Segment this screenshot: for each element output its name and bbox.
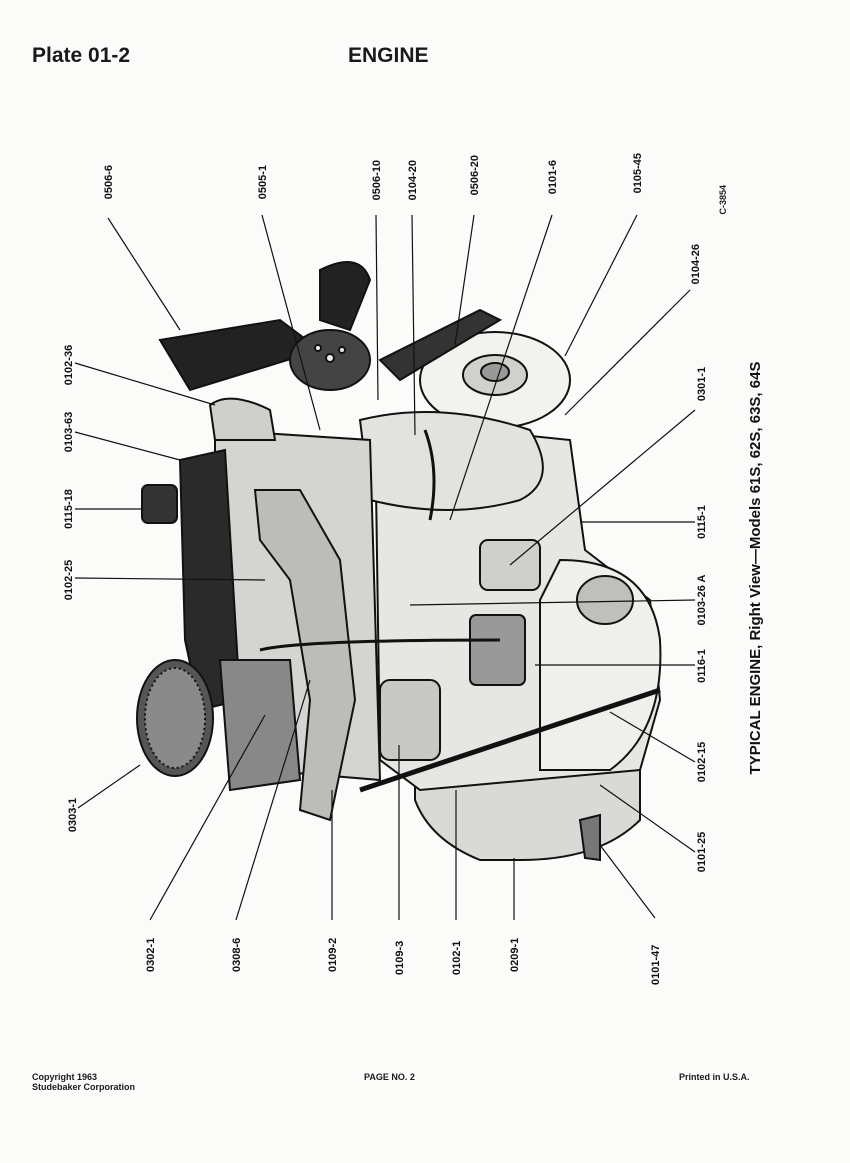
- callout-label: 0104-26: [690, 244, 702, 284]
- callout-label: 0102-1: [451, 941, 463, 975]
- figure-caption: TYPICAL ENGINE, Right View—Models 61S, 6…: [747, 362, 764, 775]
- callout-label: 0505-1: [257, 165, 269, 199]
- copyright-line-2: Studebaker Corporation: [32, 1082, 136, 1092]
- callout-label: 0102-25: [63, 560, 75, 600]
- callout-label: 0209-1: [509, 938, 521, 972]
- page-title: ENGINE: [348, 44, 429, 67]
- callout-label: 0506-20: [469, 155, 481, 195]
- callout-label: 0101-47: [650, 945, 662, 985]
- callout-label: 0101-6: [547, 160, 559, 194]
- plate-number: Plate 01-2: [32, 44, 131, 67]
- callout-label: 0506-10: [371, 160, 383, 200]
- engine-illustration: [136, 261, 662, 862]
- copyright-line-1: Copyright 1963: [32, 1072, 98, 1082]
- callout-label: 0109-3: [394, 941, 406, 975]
- callout-label: 0302-1: [145, 938, 157, 972]
- callout-label: 0103-63: [63, 412, 75, 452]
- callout-label: 0301-1: [696, 367, 708, 401]
- callout-label: 0103-26 A: [696, 574, 708, 625]
- page-number: PAGE NO. 2: [364, 1072, 415, 1082]
- copyright: Copyright 1963 Studebaker Corporation: [32, 1072, 135, 1092]
- callout-label: 0102-36: [63, 345, 75, 385]
- figure-code: C-3854: [718, 185, 728, 215]
- callout-label: 0303-1: [67, 798, 79, 832]
- callout-label: 0115-1: [696, 505, 708, 539]
- callout-label: 0308-6: [231, 938, 243, 972]
- leader-lines: [74, 214, 696, 921]
- callout-label: 0105-45: [632, 153, 644, 193]
- callout-label: 0115-18: [63, 489, 75, 529]
- printed-in: Printed in U.S.A.: [679, 1072, 750, 1082]
- callout-label: 0506-6: [103, 165, 115, 199]
- callout-label: 0109-2: [327, 938, 339, 972]
- callout-label: 0102-15: [696, 742, 708, 782]
- callout-label: 0101-25: [696, 832, 708, 872]
- callout-label: 0116-1: [696, 649, 708, 683]
- callout-label: 0104-20: [407, 160, 419, 200]
